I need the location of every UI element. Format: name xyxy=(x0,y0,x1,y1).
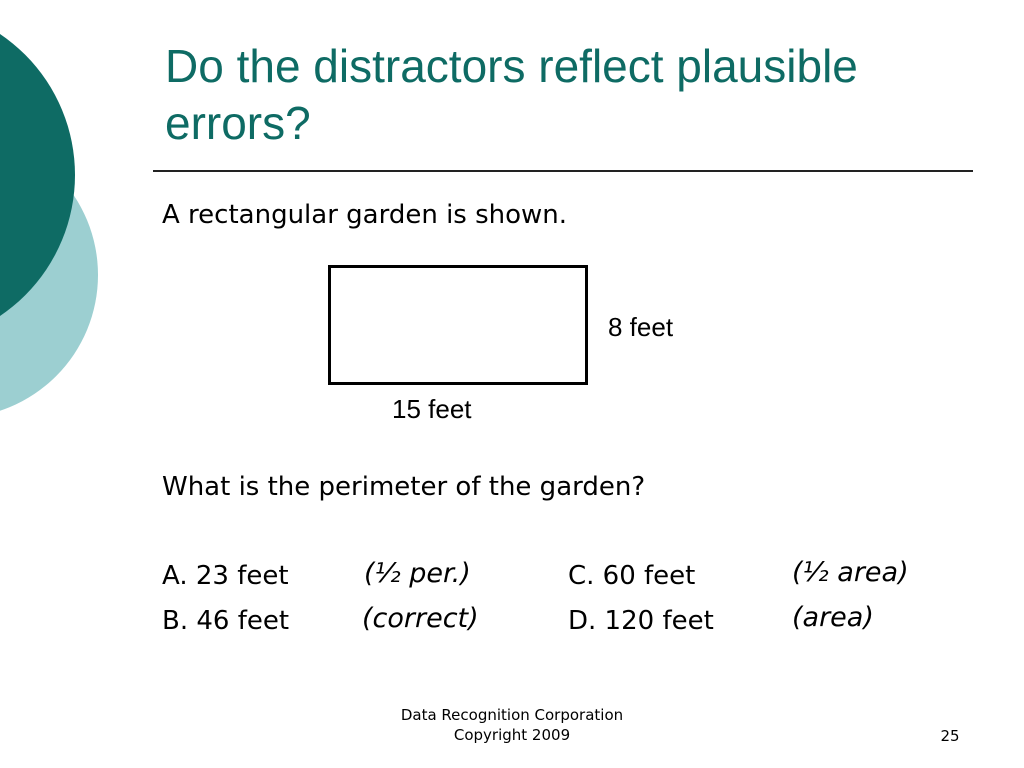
dark-teal-circle xyxy=(0,34,75,316)
option-a-note: (½ per.) xyxy=(364,558,471,589)
page-number: 25 xyxy=(940,727,960,745)
footer-copyright: Copyright 2009 xyxy=(453,726,571,744)
decorative-circles xyxy=(0,34,98,411)
question-text: What is the perimeter of the garden? xyxy=(162,472,646,502)
slide-title: Do the distractors reflect plausible err… xyxy=(165,40,858,149)
option-a: A. 23 feet xyxy=(162,561,289,591)
title-divider xyxy=(153,170,973,172)
width-label: 15 feet xyxy=(392,394,472,424)
option-b-note: (correct) xyxy=(362,603,479,634)
option-c: C. 60 feet xyxy=(568,561,696,591)
option-c-note: (½ area) xyxy=(792,557,909,588)
option-b: B. 46 feet xyxy=(162,606,290,636)
footer-company: Data Recognition Corporation xyxy=(400,706,624,724)
option-d-note: (area) xyxy=(792,602,874,633)
prompt-text: A rectangular garden is shown. xyxy=(162,200,568,230)
option-d: D. 120 feet xyxy=(568,606,714,636)
height-label: 8 feet xyxy=(608,312,674,342)
garden-rectangle xyxy=(328,265,588,385)
footer-credit: Data Recognition Corporation Copyright 2… xyxy=(376,705,648,745)
